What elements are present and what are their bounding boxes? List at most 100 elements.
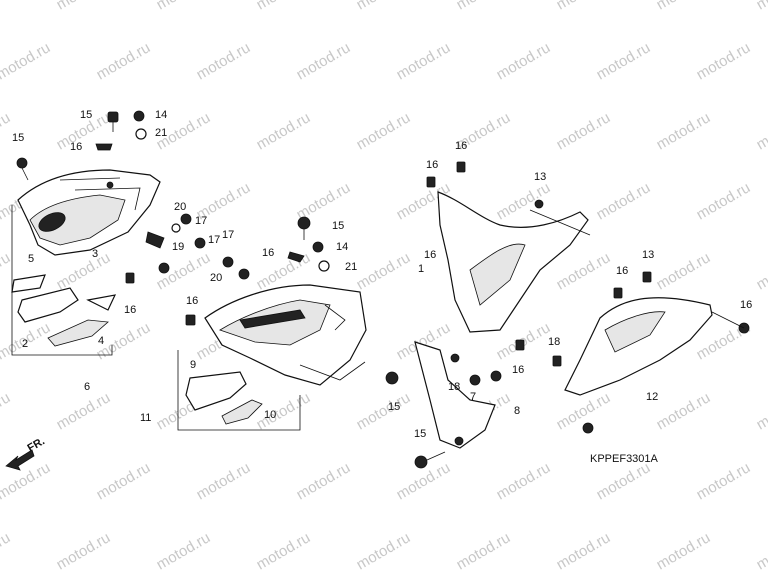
callout-label: 16 xyxy=(512,364,524,376)
callout-label: 4 xyxy=(98,335,104,347)
watermark-text: motod.ru xyxy=(594,459,654,503)
watermark-text: motod.ru xyxy=(54,529,114,573)
watermark-text: motod.ru xyxy=(0,39,53,83)
watermark-text: motod.ru xyxy=(0,389,13,433)
watermark-text: motod.ru xyxy=(654,0,714,13)
watermark-text: motod.ru xyxy=(254,109,314,153)
watermark-text: motod.ru xyxy=(494,39,554,83)
callout-label: 8 xyxy=(514,405,520,417)
callout-label: 15 xyxy=(388,401,400,413)
callout-label: 3 xyxy=(92,248,98,260)
watermark-text: motod.ru xyxy=(354,389,414,433)
watermark-text: motod.ru xyxy=(294,459,354,503)
watermark-text: motod.ru xyxy=(0,0,13,13)
callout-label: 13 xyxy=(642,249,654,261)
left-upper-cowl xyxy=(17,169,161,256)
direction-label: FR. xyxy=(26,435,47,454)
center-side-cowl xyxy=(204,284,367,386)
watermark-text: motod.ru xyxy=(354,249,414,293)
watermark-text: motod.ru xyxy=(554,0,614,13)
callout-label: 16 xyxy=(740,299,752,311)
callout-label: 12 xyxy=(646,391,658,403)
center-decal-set xyxy=(177,350,301,431)
watermark-text: motod.ru xyxy=(394,39,454,83)
watermark-text: motod.ru xyxy=(754,389,768,433)
watermark-text: motod.ru xyxy=(54,389,114,433)
watermark-text: motod.ru xyxy=(654,109,714,153)
callout-label: 9 xyxy=(190,359,196,371)
watermark-text: motod.ru xyxy=(554,529,614,573)
callout-label: 14 xyxy=(336,241,348,253)
callout-label: 16 xyxy=(616,265,628,277)
watermark-text: motod.ru xyxy=(0,249,13,293)
watermark-text: motod.ru xyxy=(654,249,714,293)
center-fasteners xyxy=(185,216,399,385)
watermark-text: motod.ru xyxy=(294,39,354,83)
callout-label: 16 xyxy=(455,140,467,152)
watermark-text: motod.ru xyxy=(754,109,768,153)
watermark-text: motod.ru xyxy=(194,459,254,503)
under-cowl-center xyxy=(426,161,591,351)
callout-label: 17 xyxy=(222,229,234,241)
callout-label: 10 xyxy=(264,409,276,421)
callout-label: 20 xyxy=(210,272,222,284)
watermark-text: motod.ru xyxy=(694,39,754,83)
watermark-text: motod.ru xyxy=(554,249,614,293)
watermark-text: motod.ru xyxy=(254,389,314,433)
callout-label: 17 xyxy=(208,234,220,246)
callout-label: 16 xyxy=(186,295,198,307)
watermark-text: motod.ru xyxy=(754,529,768,573)
callout-label: 16 xyxy=(262,247,274,259)
watermark-text: motod.ru xyxy=(694,179,754,223)
callout-label: 21 xyxy=(155,127,167,139)
callout-label: 5 xyxy=(28,253,34,265)
watermark-text: motod.ru xyxy=(94,39,154,83)
callout-label: 15 xyxy=(80,109,92,121)
watermark-text: motod.ru xyxy=(754,249,768,293)
watermark-text: motod.ru xyxy=(254,529,314,573)
left-fasteners xyxy=(16,110,206,284)
watermark-text: motod.ru xyxy=(0,529,13,573)
watermark-text: motod.ru xyxy=(154,529,214,573)
watermark-text: motod.ru xyxy=(594,179,654,223)
watermark-text: motod.ru xyxy=(454,529,514,573)
callout-label: 14 xyxy=(155,109,167,121)
callout-label: 16 xyxy=(424,249,436,261)
watermark-text: motod.ru xyxy=(194,39,254,83)
watermark-text: motod.ru xyxy=(354,0,414,13)
watermark-text: motod.ru xyxy=(654,389,714,433)
watermark-text: motod.ru xyxy=(754,0,768,13)
left-decal-set xyxy=(11,205,117,356)
callout-label: 13 xyxy=(534,171,546,183)
watermark-text: motod.ru xyxy=(354,529,414,573)
callout-label: 11 xyxy=(140,412,151,424)
watermark-text: motod.ru xyxy=(354,109,414,153)
diagram-code: KPPEF3301A xyxy=(590,453,659,465)
watermark-text: motod.ru xyxy=(54,249,114,293)
watermark-text: motod.ru xyxy=(694,459,754,503)
callout-label: 16 xyxy=(124,304,136,316)
callout-label: 1 xyxy=(418,263,424,275)
watermark-text: motod.ru xyxy=(494,179,554,223)
watermark-text: motod.ru xyxy=(654,529,714,573)
lower-bracket xyxy=(414,341,502,469)
callout-label: 18 xyxy=(448,381,460,393)
callout-label: 16 xyxy=(70,141,82,153)
watermark-text: motod.ru xyxy=(454,0,514,13)
callout-label: 21 xyxy=(345,261,357,273)
callout-label: 7 xyxy=(470,391,476,403)
callout-label: 18 xyxy=(548,336,560,348)
watermark-text: motod.ru xyxy=(554,109,614,153)
watermark-text: motod.ru xyxy=(594,39,654,83)
watermark-text: motod.ru xyxy=(254,0,314,13)
callout-label: 20 xyxy=(174,201,186,213)
watermark-text: motod.ru xyxy=(94,459,154,503)
callout-label: 15 xyxy=(414,428,426,440)
callout-label: 17 xyxy=(195,215,207,227)
callout-label: 15 xyxy=(332,220,344,232)
callout-label: 6 xyxy=(84,381,90,393)
watermark-text: motod.ru xyxy=(154,0,214,13)
